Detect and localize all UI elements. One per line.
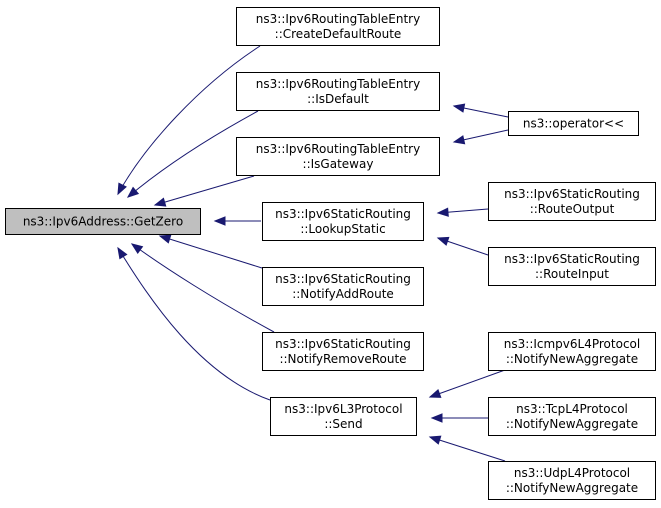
arrowhead [436, 236, 450, 246]
node-label-line: ns3::Ipv6StaticRouting [275, 337, 411, 351]
edge-line [154, 175, 255, 206]
node-label-line: ns3::UdpL4Protocol [514, 466, 630, 480]
node-label-line: ::IsDefault [307, 92, 369, 106]
edge-line [429, 436, 506, 462]
node-box [270, 397, 417, 436]
edge-icmpv6_notify-to-send [428, 369, 506, 398]
root-node[interactable]: ns3::Ipv6Address::GetZero [5, 208, 201, 235]
node-label-line: ns3::Ipv6StaticRouting [275, 272, 411, 286]
edge-route_output-to-lookup_static [436, 207, 489, 217]
edge-line [429, 369, 506, 398]
node-icmpv6-notify[interactable]: ns3::Icmpv6L4Protocol::NotifyNewAggregat… [488, 332, 656, 371]
arrowhead [130, 243, 144, 255]
node-label-line: ns3::TcpL4Protocol [516, 402, 628, 416]
node-label-line: ::RouteInput [535, 267, 609, 281]
node-send[interactable]: ns3::Ipv6L3Protocol::Send [270, 397, 417, 436]
arrowhead [452, 103, 466, 113]
node-notify-remove-route[interactable]: ns3::Ipv6StaticRouting::NotifyRemoveRout… [262, 332, 424, 371]
node-box [488, 182, 656, 221]
nodes-layer: ns3::Ipv6Address::GetZero ns3::Ipv6Routin… [5, 7, 656, 500]
edge-notify_add_route-to-root [158, 234, 263, 269]
node-create-default-route[interactable]: ns3::Ipv6RoutingTableEntry::CreateDefaul… [236, 7, 440, 46]
node-udp-notify[interactable]: ns3::UdpL4Protocol::NotifyNewAggregate [488, 461, 656, 500]
arrowhead [428, 435, 442, 445]
node-label-line: ::RouteOutput [530, 202, 615, 216]
node-box [236, 7, 440, 46]
node-label-line: ns3::Ipv6Address::GetZero [23, 215, 183, 229]
edge-line [127, 110, 259, 198]
edge-send-to-root [117, 246, 271, 401]
node-route-input[interactable]: ns3::Ipv6StaticRouting::RouteInput [488, 247, 656, 286]
edge-line [117, 45, 261, 195]
arrowhead [452, 135, 466, 145]
node-box [236, 137, 440, 176]
edge-route_input-to-lookup_static [436, 236, 489, 256]
node-notify-add-route[interactable]: ns3::Ipv6StaticRouting::NotifyAddRoute [262, 267, 424, 306]
node-label-line: ns3::Ipv6RoutingTableEntry [256, 12, 420, 26]
node-label-line: ::NotifyNewAggregate [506, 352, 638, 366]
edge-line [159, 235, 263, 269]
node-is-default[interactable]: ns3::Ipv6RoutingTableEntry::IsDefault [236, 72, 440, 111]
node-lookup-static[interactable]: ns3::Ipv6StaticRouting::LookupStatic [262, 202, 424, 241]
node-label-line: ::NotifyNewAggregate [506, 481, 638, 495]
node-box [5, 208, 201, 235]
node-box [488, 461, 656, 500]
node-label-line: ::LookupStatic [300, 222, 385, 236]
edge-lookup_static-to-root [213, 216, 261, 226]
arrowhead [158, 234, 172, 244]
edge-line [117, 247, 271, 401]
node-label-line: ::CreateDefaultRoute [275, 27, 402, 41]
edges-layer [117, 45, 509, 462]
node-label-line: ns3::operator<< [523, 117, 624, 131]
edge-is_default-to-root [126, 110, 259, 198]
edge-operator_out-to-is_default [452, 103, 509, 118]
edge-is_gateway-to-root [153, 175, 255, 207]
arrowhead [213, 216, 226, 226]
node-box [236, 72, 440, 111]
edge-line [131, 243, 275, 333]
node-label-line: ::NotifyRemoveRoute [279, 352, 406, 366]
node-box [262, 267, 424, 306]
arrowhead [428, 388, 442, 398]
node-label-line: ns3::Ipv6StaticRouting [504, 252, 640, 266]
node-label-line: ns3::Icmpv6L4Protocol [504, 337, 640, 351]
node-box [262, 202, 424, 241]
node-box [508, 111, 639, 136]
arrowhead [430, 413, 443, 423]
node-label-line: ::Send [324, 417, 362, 431]
node-label-line: ns3::Ipv6L3Protocol [284, 402, 402, 416]
arrowhead [153, 197, 167, 207]
arrowhead [436, 207, 449, 217]
edge-udp_notify-to-send [428, 435, 506, 462]
node-box [262, 332, 424, 371]
arrowhead [117, 246, 128, 260]
node-label-line: ns3::Ipv6RoutingTableEntry [256, 77, 420, 91]
arrowhead [117, 182, 127, 196]
arrowhead [126, 186, 140, 198]
node-tcp-notify[interactable]: ns3::TcpL4Protocol::NotifyNewAggregate [488, 397, 656, 436]
edge-notify_remove_route-to-root [130, 243, 275, 333]
edge-create_default_route-to-root [117, 45, 261, 196]
edge-operator_out-to-is_gateway [452, 129, 509, 145]
node-label-line: ns3::Ipv6StaticRouting [275, 207, 411, 221]
edge-tcp_notify-to-send [430, 413, 488, 423]
node-route-output[interactable]: ns3::Ipv6StaticRouting::RouteOutput [488, 182, 656, 221]
node-is-gateway[interactable]: ns3::Ipv6RoutingTableEntry::IsGateway [236, 137, 440, 176]
node-operator-out[interactable]: ns3::operator<< [508, 111, 639, 136]
node-box [488, 332, 656, 371]
node-label-line: ::NotifyNewAggregate [506, 417, 638, 431]
node-label-line: ns3::Ipv6StaticRouting [504, 187, 640, 201]
node-label-line: ::NotifyAddRoute [292, 287, 394, 301]
node-label-line: ::IsGateway [303, 157, 374, 171]
node-box [488, 247, 656, 286]
node-box [488, 397, 656, 436]
node-label-line: ns3::Ipv6RoutingTableEntry [256, 142, 420, 156]
